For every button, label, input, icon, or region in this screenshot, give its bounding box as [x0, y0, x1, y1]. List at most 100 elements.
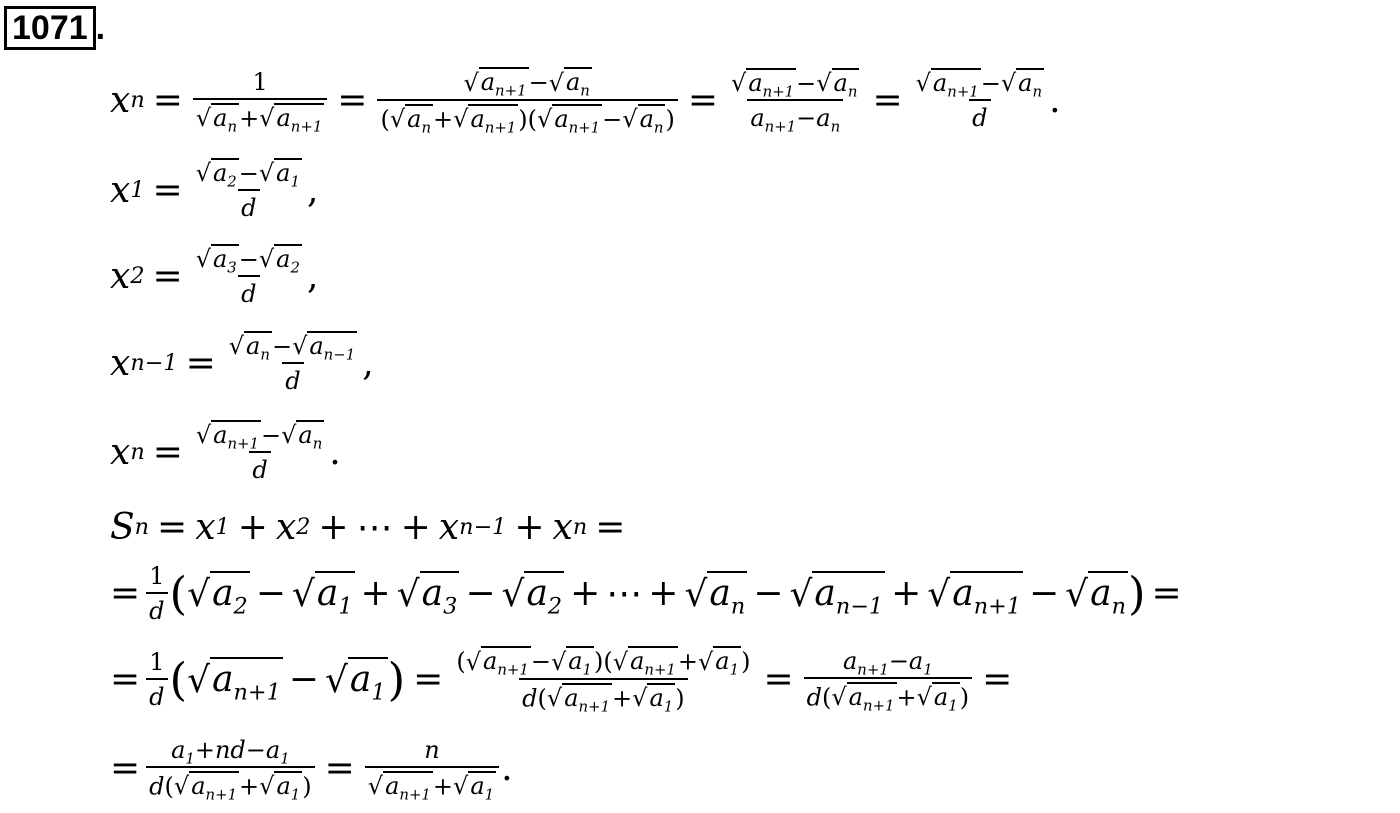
sqrt-expression: √an	[229, 330, 272, 362]
radicand: an	[211, 102, 240, 134]
minus-sign: −	[1028, 572, 1060, 614]
sqrt-icon: √	[389, 105, 406, 134]
equals-sign: =	[324, 747, 355, 789]
sqrt-icon: √	[1000, 69, 1017, 98]
var-a: a	[1090, 573, 1112, 615]
sqrt-expression: √a1	[291, 571, 355, 618]
denominator: d(√an+1+√a1)	[146, 765, 315, 802]
sqrt-icon: √	[291, 573, 315, 615]
fraction: an+1−a1 d(√an+1+√a1)	[803, 647, 973, 713]
left-paren: (	[822, 683, 832, 712]
sqrt-icon: √	[612, 647, 629, 676]
subscript: n+1	[497, 660, 529, 679]
radicand: an+1	[746, 67, 797, 99]
numerator: √an+1−√an	[460, 66, 594, 100]
var-d: d	[149, 596, 165, 625]
sqrt-icon: √	[367, 772, 384, 801]
sqrt-icon: √	[548, 68, 564, 97]
sqrt-expression: √an	[548, 66, 592, 100]
var-a: a	[212, 158, 228, 187]
plus-sign: +	[400, 506, 431, 548]
sqrt-icon: √	[195, 159, 211, 188]
radicand: an+1	[562, 682, 613, 716]
minus-sign: −	[245, 735, 266, 764]
subscript: n	[580, 81, 590, 100]
formula-line-telescoping-sum: = 1 d ( √a2 − √a1 + √a3 − √a2 + ⋯ + √an …	[110, 556, 1188, 630]
equals-sign: =	[110, 658, 141, 700]
sqrt-expression: √an+1	[463, 66, 529, 98]
sqrt-expression: √a3	[397, 571, 460, 618]
equals-sign: =	[872, 79, 903, 121]
plus-sign: +	[239, 104, 260, 133]
sqrt-expression: √a2	[195, 157, 239, 189]
radicand: an	[405, 103, 434, 135]
radicand: a1	[713, 645, 742, 677]
radicand: a2	[524, 571, 565, 618]
subscript: 1	[484, 785, 495, 804]
sqrt-expression: √an	[389, 103, 434, 135]
sqrt-expression: √an	[1000, 67, 1045, 99]
sqrt-expression: √an+1	[547, 682, 613, 716]
subscript: n+1	[578, 697, 611, 716]
radicand: an	[637, 103, 666, 135]
sqrt-icon: √	[537, 105, 553, 134]
var-nd: nd	[214, 735, 246, 764]
var-a: a	[349, 659, 372, 701]
minus-sign: −	[238, 159, 259, 188]
radicand: an+1	[189, 770, 240, 802]
sqrt-icon: √	[789, 573, 813, 615]
left-paren: (	[169, 652, 188, 706]
right-paren: )	[959, 683, 970, 712]
sqrt-icon: √	[258, 245, 275, 274]
sqrt-expression: √an	[816, 67, 860, 99]
sqrt-expression: √an	[196, 102, 240, 134]
var-d: d	[149, 682, 165, 711]
subscript: 2	[290, 258, 300, 277]
minus-sign: −	[238, 245, 259, 274]
minus-sign: −	[288, 658, 319, 700]
subscript: n+1	[857, 660, 889, 679]
subscript: n+1	[399, 785, 431, 804]
var-a: a	[639, 104, 654, 133]
equals-sign: =	[152, 431, 183, 473]
plus-sign: +	[648, 572, 679, 614]
radicand: a1	[566, 645, 595, 677]
var-a: a	[814, 573, 836, 615]
right-paren: )	[675, 684, 685, 713]
comma: ,	[362, 342, 374, 384]
fraction: 1 d	[146, 562, 168, 625]
sqrt-expression: √an	[684, 571, 748, 618]
fraction: a1+nd−a1 d(√an+1+√a1)	[146, 735, 315, 802]
plus-sign: +	[677, 647, 698, 676]
var-a: a	[470, 771, 485, 800]
var-a: a	[171, 735, 186, 764]
equals-sign: =	[152, 255, 183, 297]
fraction: √an+1−√an (√an+√an+1)(√an+1−√an)	[377, 66, 678, 137]
minus-sign: −	[260, 421, 282, 450]
plus-sign: +	[891, 572, 922, 614]
denominator: an+1−an	[747, 99, 844, 134]
minus-sign: −	[271, 332, 293, 361]
fraction: √a3−√a2 d	[193, 243, 305, 308]
fraction: √an−√an−1 d	[226, 330, 360, 395]
var-a: a	[526, 573, 548, 615]
equals-sign: =	[413, 658, 444, 700]
subscript: n+1	[484, 118, 517, 137]
minus-sign: −	[980, 69, 1001, 98]
sqrt-icon: √	[187, 573, 211, 615]
var-x: x	[552, 506, 573, 548]
sqrt-expression: √an+1	[367, 770, 433, 804]
sqrt-icon: √	[453, 772, 469, 801]
radicand: a2	[274, 243, 302, 277]
radicand: a3	[419, 571, 460, 618]
left-paren: (	[169, 566, 188, 620]
var-s: S	[110, 506, 135, 548]
problem-number: 1071.	[4, 6, 105, 50]
sqrt-expression: √an+1	[612, 645, 678, 677]
sqrt-expression: √a1	[551, 645, 595, 677]
subscript: n	[1111, 593, 1126, 620]
numerator: √an+1−√an	[193, 419, 327, 452]
equals-sign: =	[763, 658, 794, 700]
